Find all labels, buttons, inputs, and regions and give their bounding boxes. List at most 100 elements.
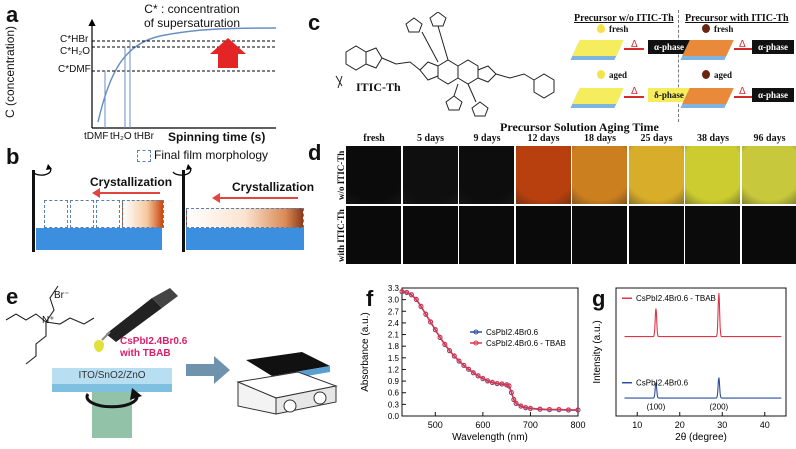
film-domain [96,200,120,228]
increase-arrow-icon [210,38,246,68]
delta-label: Δ [739,39,746,50]
day-label: 25 days [640,133,673,144]
alpha-phase-result: α-phase [752,88,794,102]
t-dmf-label: tDMF [84,131,109,142]
anneal-arrow [734,48,754,50]
peak-label: (200) [710,403,729,412]
spin-shaft [32,170,35,252]
legend-label: CsPbI2.4Br0.6 [636,379,689,388]
x-axis-label: Wavelength (nm) [452,432,528,443]
anneal-arrow [624,96,644,98]
concentration-curve [97,27,277,123]
crystallization-left-label: Crystallization [90,175,173,189]
supersaturation-note: C* : concentration of supersaturation [122,2,262,30]
legend-marker [473,329,479,335]
data-point [506,383,512,389]
fresh-droplet-icon [597,24,605,33]
film-photo-wo-itic [346,146,401,204]
substrate-label: ITO/SnO2/ZnO [52,368,172,384]
left-film-boxes [36,200,164,228]
delta-label: Δ [739,86,746,97]
panel-label-a: a [6,2,19,27]
x-tick-label: 500 [428,420,443,430]
day-label: 38 days [697,133,729,144]
legend-label: CsPbI2.4Br0.6 - TBAB [636,294,716,303]
t-h2o-label: tH₂O [110,131,132,142]
arrowhead-right-icon [212,193,220,203]
crystallizing-region [122,200,164,228]
plot-frame [401,287,579,417]
panel-label-d: d [308,140,322,165]
film-photo-with-itic [402,206,458,264]
y-axis-label: Intensity (a.u.) [592,320,603,383]
data-point [518,403,524,409]
wo-itic-header: Precursor w/o ITIC-Th [574,13,674,24]
legend-marker [473,340,479,346]
data-point [513,400,519,406]
data-point [466,366,472,372]
data-point [566,407,571,413]
pipette-icon[interactable] [92,284,182,344]
yellow-film-chip [572,88,624,104]
crystallization-right-arrow [218,197,298,199]
y-tick-label: 3.0 [388,296,400,305]
note-line1: C* : concentration [144,2,240,16]
panel-label-e: e [6,284,19,309]
x-tick-label: 700 [523,420,538,430]
data-point [489,379,495,385]
series-line [401,290,578,411]
solution-label: CsPbI2.4Br0.6 with TBAB [120,336,187,360]
row-label-wo: w/o ITIC-Th [336,150,346,200]
day-label: 9 days [473,133,501,144]
xrd-pattern [624,293,782,338]
molecule-name: ITIC-Th [356,80,401,94]
fresh-label: fresh [714,24,734,34]
film-photo-with-itic [628,206,684,264]
x-axis-label: 2θ (degree) [675,432,727,443]
substrate-right [186,228,304,250]
legend-text: Final film morphology [154,148,269,162]
panel-label-b: b [6,144,20,169]
spin-arrow-icon [85,388,142,409]
data-point [432,327,438,332]
y-tick-label: 2.4 [388,319,400,328]
yellow-film-chip [572,40,624,56]
data-point [485,378,491,384]
delta-phase-result: δ-phase [648,88,690,102]
x-tick-label: 40 [760,420,770,430]
c-h2o-label: C*H₂O [60,46,90,57]
data-point [527,405,533,411]
anneal-arrow [624,48,644,50]
day-label: 5 days [417,133,444,144]
film-photo-wo-itic [685,146,740,204]
day-label: fresh [363,133,385,144]
spin-shaft [182,170,185,252]
legend-label: CsPbI2.4Br0.6 [486,328,539,337]
hotplate-icon [236,352,338,415]
panel-a-xlabel: Spinning time (s) [168,130,266,144]
day-label: 12 days [527,133,560,144]
data-point [504,382,510,388]
x-tick-label: 600 [475,420,490,430]
film-photo-with-itic [741,206,796,264]
film-photo-with-itic [346,206,401,264]
with-itic-header: Precursor with ITIC-Th [685,13,789,24]
arrowhead-left-icon [92,188,100,198]
y-tick-label: 1.8 [388,342,400,351]
itic-th-structure [335,12,555,117]
film-photo-wo-itic [572,146,627,204]
data-point [428,319,433,325]
film-domain [70,200,94,228]
film-photo-wo-itic [741,146,796,204]
alpha-phase-result: α-phase [752,40,794,54]
bromide-label: Br⁻ [54,290,70,301]
anneal-arrow [734,96,754,98]
day-label: 18 days [584,133,616,144]
c-hbr-label: C*HBr [60,34,89,45]
data-point [470,370,476,376]
aged-label: aged [714,70,732,80]
data-point [494,380,500,386]
y-tick-label: 3.3 [388,284,400,293]
legend-label: CsPbI2.4Br0.6 - TBAB [486,339,566,348]
